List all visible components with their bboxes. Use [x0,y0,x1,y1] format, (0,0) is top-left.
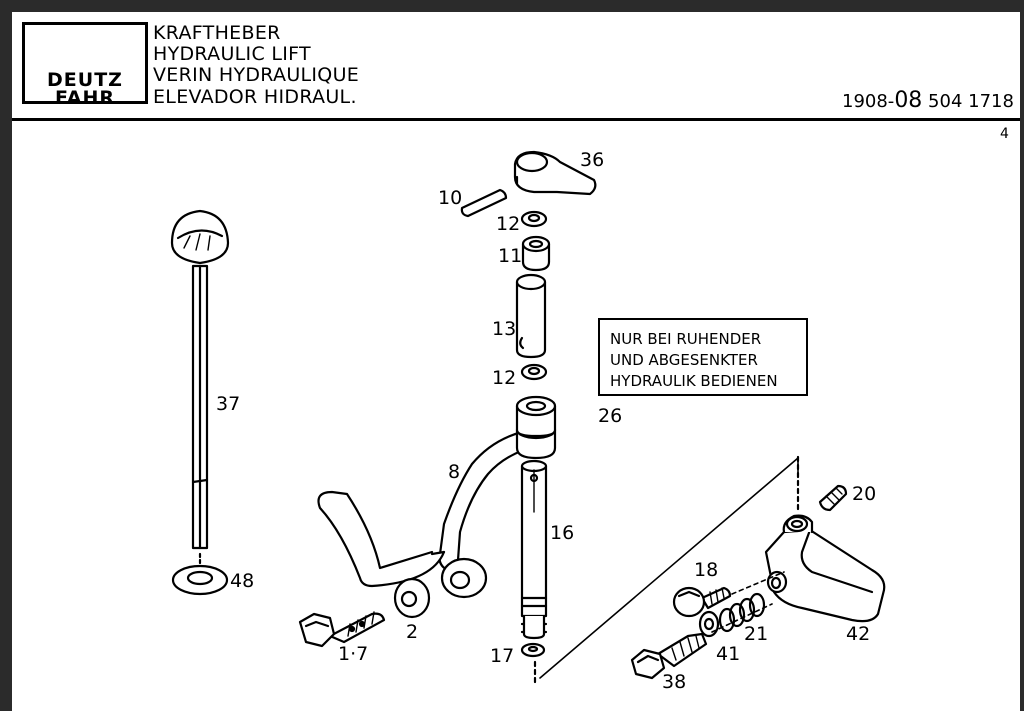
lever-handle-36 [513,150,597,196]
label-12-upper: 12 [496,213,520,235]
label-26: 26 [598,405,622,427]
washer-17 [520,642,546,658]
washer-41 [698,610,720,638]
valve-body-42 [764,455,886,623]
title-german: KRAFTHEBER [153,22,281,44]
label-21: 21 [744,623,768,645]
label-41: 41 [716,643,740,665]
doc-number-suffix: 504 1718 [922,91,1014,112]
bushing-11 [521,235,551,272]
document-number: 1908-08 504 1718 [842,88,1014,113]
warning-line-3: HYDRAULIK BEDIENEN [610,372,778,390]
label-8: 8 [448,461,460,483]
label-11: 11 [498,245,522,267]
label-12-lower: 12 [492,367,516,389]
label-37: 37 [216,393,240,415]
title-french: VERIN HYDRAULIQUE [153,64,360,86]
doc-number-prefix: 1908- [842,91,895,112]
label-17: 17 [490,645,514,667]
linkage-arm-8 [317,395,557,599]
warning-line-1: NUR BEI RUHENDER [610,330,762,348]
label-1-7: 1·7 [338,643,368,665]
shaft-16 [520,459,548,686]
label-18: 18 [694,559,718,581]
label-42: 42 [846,623,870,645]
plug-bolt-38 [630,632,708,680]
logo-line-2: FAHR [54,87,116,109]
label-36: 36 [580,149,604,171]
bolt-1-7 [298,611,386,648]
spacer-2 [393,577,431,619]
doc-number-middle: 08 [894,88,923,113]
label-13: 13 [492,318,516,340]
label-38: 38 [662,671,686,693]
spring-21 [718,592,766,633]
title-english: HYDRAULIC LIFT [153,43,311,65]
label-48: 48 [230,570,254,592]
label-16: 16 [550,522,574,544]
exploded-parts-diagram: 36 10 12 11 13 12 37 26 8 16 20 48 18 1·… [170,149,886,693]
label-20: 20 [852,483,876,505]
pin-10 [460,188,508,218]
header-rule [12,118,1020,121]
label-10: 10 [438,187,462,209]
logo-line-1: DEUTZ [47,69,123,91]
warning-line-2: UND ABGESENKTER [610,351,758,369]
dipstick-37 [170,209,230,550]
page-number: 4 [1000,126,1009,142]
label-2: 2 [406,621,418,643]
sleeve-13 [515,273,547,359]
plug-20 [818,484,848,512]
title-spanish: ELEVADOR HIDRAUL. [153,86,357,108]
assembly-guide-lines [539,457,799,679]
parts-sheet: DEUTZ FAHR KRAFTHEBER HYDRAULIC LIFT VER… [12,12,1020,711]
bolt-18 [672,586,732,618]
washer-48 [171,552,229,596]
warning-plate: NUR BEI RUHENDER UND ABGESENKTER HYDRAUL… [598,318,808,396]
washer-12-lower [520,363,548,381]
washer-12-upper [520,210,548,228]
deutz-fahr-logo: DEUTZ FAHR [22,22,148,108]
